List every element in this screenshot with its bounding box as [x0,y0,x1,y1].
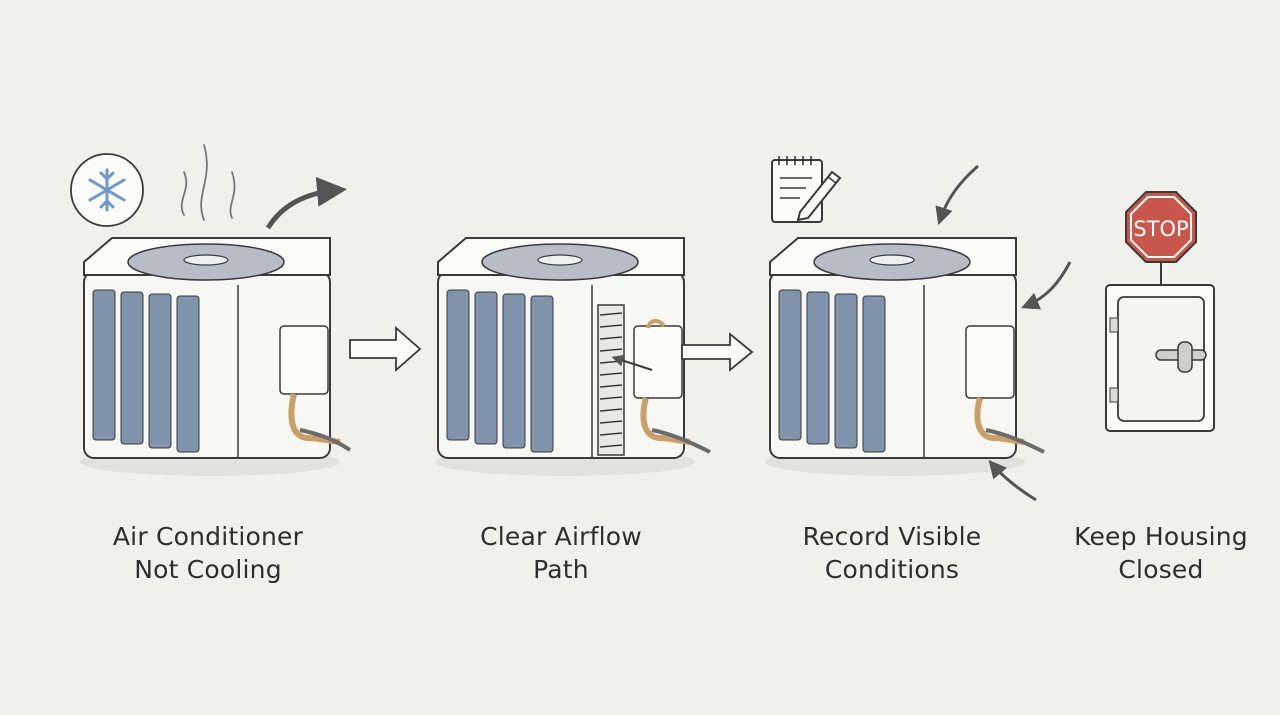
closed-housing-door-icon [1105,284,1215,432]
step-caption-clear-airflow-path: Clear Airflow Path [480,522,642,584]
electrical-box [279,325,329,395]
stop-sign-icon: STOP [1125,191,1197,284]
coil-fins [446,289,554,453]
observation-arrows [935,164,1072,502]
escape-arrow [265,176,347,230]
step-caption-record-visible-conditions: Record Visible Conditions [802,522,982,584]
ac-unit-not-cooling [80,237,352,476]
electrical-box [965,325,1015,399]
coil-fins [92,289,200,453]
arrow-icon [349,326,422,372]
snowflake-icon [70,153,144,227]
arrow-icon [681,332,754,372]
step-caption-air-conditioner-not-cooling: Air Conditioner Not Cooling [112,522,304,584]
notepad-pencil-icon [771,156,842,223]
ac-unit-record-conditions [765,237,1045,476]
heat-waves-icon [180,144,236,221]
ac-unit-clear-airflow [435,237,711,476]
step-caption-keep-housing-closed: Keep Housing Closed [1074,522,1248,584]
coil-fins [778,289,886,453]
stop-sign-text: STOP [1133,217,1188,241]
electrical-box [633,325,683,399]
side-louvers [597,304,625,456]
